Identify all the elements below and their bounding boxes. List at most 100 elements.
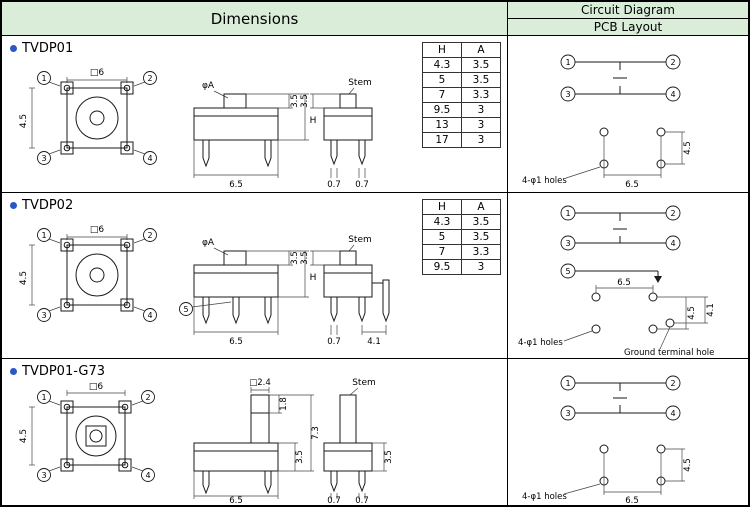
body-height-dim: 4.5 bbox=[19, 271, 29, 285]
table-cell: 17 bbox=[422, 132, 462, 148]
product-title: TVDP02 bbox=[10, 198, 73, 213]
tvdp02-front-view: φA 5 3.5 H bbox=[179, 238, 316, 347]
total-height-dim: 7.3 bbox=[311, 426, 321, 440]
tvdp02-pcb-area: 1 2 3 4 5 6.5 bbox=[508, 193, 748, 358]
tvdp01-g73-pcb-area: 1 2 3 4 4.5 6.5 bbox=[508, 359, 748, 505]
pin-5-marker: 5 bbox=[179, 302, 193, 316]
svg-text:2: 2 bbox=[147, 231, 152, 240]
holes-label: 4-φ1 holes bbox=[522, 176, 567, 186]
svg-text:5: 5 bbox=[183, 305, 188, 314]
hole-pitch-height-dim: 4.5 bbox=[687, 306, 697, 320]
terminal-4-marker: 4 bbox=[665, 235, 681, 251]
terminal-3-marker: 3 bbox=[560, 405, 576, 421]
hole-pitch-height-dim: 4.5 bbox=[683, 141, 693, 155]
pin-1-marker: 1 bbox=[37, 228, 51, 242]
stem-diameter-label: φA bbox=[202, 238, 215, 248]
svg-text:3: 3 bbox=[565, 409, 570, 418]
svg-text:1: 1 bbox=[41, 74, 46, 83]
terminal-2-marker: 2 bbox=[665, 54, 681, 70]
tvdp01-top-view: □6 1 2 bbox=[19, 68, 157, 165]
svg-text:1: 1 bbox=[565, 379, 570, 388]
hole-pitch-width-dim: 6.5 bbox=[625, 180, 639, 190]
tvdp01-dimensions-area: TVDP01 □6 bbox=[2, 36, 508, 192]
tvdp02-circuit-diagram: 1 2 3 4 5 bbox=[560, 205, 681, 283]
pin-2-marker: 2 bbox=[143, 71, 157, 85]
table-header-cell: A bbox=[461, 199, 501, 215]
ground-hole-label: Ground terminal hole bbox=[624, 348, 714, 358]
svg-text:2: 2 bbox=[670, 209, 675, 218]
product-row-tvdp02: TVDP02 □6 bbox=[2, 193, 748, 359]
svg-text:2: 2 bbox=[147, 74, 152, 83]
table-cell: 13 bbox=[422, 117, 462, 133]
svg-text:4: 4 bbox=[670, 239, 675, 248]
tvdp02-dimensions-area: TVDP02 □6 bbox=[2, 193, 508, 358]
pin-4-marker: 4 bbox=[143, 308, 157, 322]
stem-size-label: □2.4 bbox=[249, 378, 271, 388]
tvdp01-g73-front-view: □2.4 1.8 3.5 7.3 bbox=[193, 378, 321, 505]
pin-3-marker: 3 bbox=[37, 151, 51, 165]
leg-width-dim: 0.7 bbox=[327, 180, 341, 190]
body-height-dim: 4.5 bbox=[19, 429, 29, 443]
svg-text:2: 2 bbox=[670, 58, 675, 67]
leg-width-dim: 0.7 bbox=[355, 496, 369, 505]
svg-text:2: 2 bbox=[145, 393, 150, 402]
table-cell: 9.5 bbox=[422, 259, 462, 275]
tvdp02-side-view: Stem 3.5 0.7 bbox=[300, 235, 390, 347]
tvdp01-g73-top-view: □6 1 bbox=[19, 382, 155, 482]
hole-pitch-width-dim: 6.5 bbox=[617, 278, 631, 288]
terminal-4-marker: 4 bbox=[665, 405, 681, 421]
product-row-tvdp01: TVDP01 □6 bbox=[2, 36, 748, 193]
base-width-dim: 6.5 bbox=[229, 496, 243, 505]
product-title: TVDP01 bbox=[10, 41, 73, 56]
tvdp01-dimension-drawings: □6 1 2 bbox=[19, 68, 373, 190]
stem-height-dim: 3.5 bbox=[290, 94, 300, 108]
tvdp01-side-view: Stem 3.5 0.7 0.7 bbox=[300, 78, 373, 190]
svg-text:5: 5 bbox=[565, 267, 570, 276]
stem-height-dim: 3.5 bbox=[290, 251, 300, 265]
ground-offset-dim: 4.1 bbox=[706, 303, 716, 317]
svg-text:1: 1 bbox=[565, 209, 570, 218]
svg-text:1: 1 bbox=[41, 231, 46, 240]
terminal-1-marker: 1 bbox=[560, 205, 576, 221]
tvdp01-front-view: φA 3.5 H 6.5 bbox=[193, 81, 316, 190]
tvdp01-g73-side-view: Stem 3.5 0.7 0.7 bbox=[323, 378, 394, 505]
svg-text:3: 3 bbox=[565, 90, 570, 99]
tvdp01-g73-circuit-pcb: 1 2 3 4 4.5 6.5 bbox=[522, 375, 693, 505]
tvdp02-circuit-pcb: 1 2 3 4 5 6.5 bbox=[518, 205, 716, 358]
holes-label: 4-φ1 holes bbox=[522, 492, 567, 502]
leg-width-dim: 0.7 bbox=[355, 180, 369, 190]
table-header-cell: H bbox=[422, 199, 462, 215]
tvdp01-pcb-holes: 4.5 6.5 4-φ1 holes bbox=[522, 127, 693, 190]
dimensions-header: Dimensions bbox=[2, 2, 508, 36]
tvdp01-circuit-diagram: 1 2 3 4 bbox=[560, 54, 681, 102]
table-cell: 3 bbox=[461, 102, 501, 118]
base-width-dim: 6.5 bbox=[229, 337, 243, 347]
tvdp02-top-view: □6 1 2 bbox=[19, 225, 157, 322]
pcb-layout-header: PCB Layout bbox=[508, 19, 748, 36]
pin-3-marker: 3 bbox=[37, 308, 51, 322]
product-row-tvdp01-g73: TVDP01-G73 □6 bbox=[2, 359, 748, 505]
tvdp01-g73-dimensions-area: TVDP01-G73 □6 bbox=[2, 359, 508, 505]
product-title: TVDP01-G73 bbox=[10, 364, 105, 379]
table-header-cell: H bbox=[422, 42, 462, 58]
pin-2-marker: 2 bbox=[143, 228, 157, 242]
stem-label: Stem bbox=[348, 78, 372, 88]
svg-text:4: 4 bbox=[145, 471, 150, 480]
ground-terminal-leg bbox=[382, 279, 390, 323]
pin-2-marker: 2 bbox=[141, 390, 155, 404]
svg-text:4: 4 bbox=[670, 409, 675, 418]
tvdp01-g73-circuit-diagram: 1 2 3 4 bbox=[560, 375, 681, 421]
product-name: TVDP02 bbox=[22, 198, 74, 213]
table-cell: 3.5 bbox=[461, 214, 501, 230]
table-cell: 4.3 bbox=[422, 214, 462, 230]
pin-1-marker: 1 bbox=[37, 390, 51, 404]
terminal-3-marker: 3 bbox=[560, 235, 576, 251]
product-name: TVDP01 bbox=[22, 41, 74, 56]
bullet-icon bbox=[10, 45, 17, 52]
tvdp02-dimension-drawings: □6 1 2 bbox=[19, 225, 390, 347]
body-height-dim: 4.5 bbox=[19, 114, 29, 128]
table-cell: 3 bbox=[461, 117, 501, 133]
